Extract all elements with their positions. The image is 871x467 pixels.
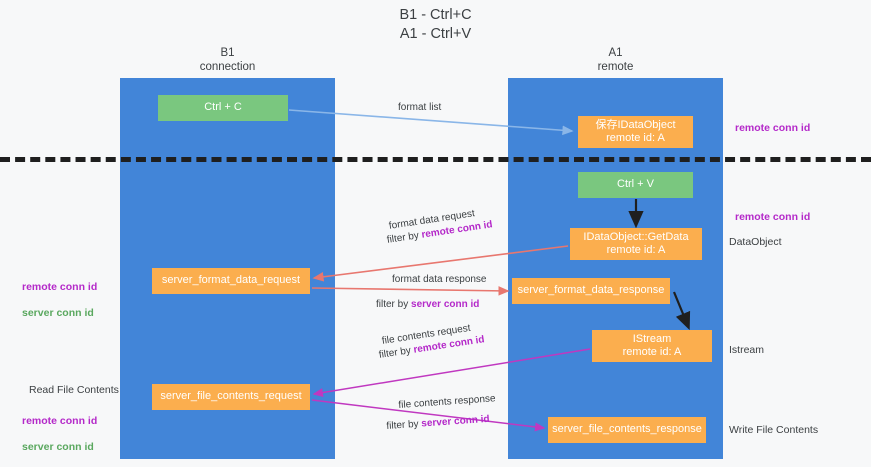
node-server-format-data-response[interactable]: server_format_data_response bbox=[512, 278, 670, 304]
annotation-left-server-conn-id-top: server conn id bbox=[22, 307, 94, 319]
node-server-file-contents-response[interactable]: server_file_contents_response bbox=[548, 417, 706, 443]
edge-label-file-contents-response: file contents response bbox=[398, 393, 496, 411]
lane-header-b1: B1 connection bbox=[199, 47, 256, 73]
lane-header-a1: A1 remote bbox=[597, 47, 634, 73]
edge-label-format-data-response-filter: filter by server conn id bbox=[376, 298, 479, 311]
annotation-left-conn-ids-top: remote conn id server conn id bbox=[22, 268, 97, 333]
annotation-left-conn-ids-bottom: remote conn id server conn id bbox=[22, 402, 97, 467]
edge-label-file-contents-response-filter: filter by server conn id bbox=[386, 413, 490, 433]
node-server-file-contents-request[interactable]: server_file_contents_request bbox=[152, 384, 310, 410]
annotation-right-remote-conn-id-top: remote conn id bbox=[735, 122, 811, 134]
node-idataobject-getdata[interactable]: IDataObject::GetData remote id: A bbox=[570, 228, 702, 260]
annotation-right-remote-conn-id-mid: remote conn id bbox=[735, 211, 811, 223]
filter-prefix-fdr: filter by bbox=[386, 229, 423, 246]
edge-label-format-list: format list bbox=[398, 102, 442, 113]
node-istream[interactable]: IStream remote id: A bbox=[592, 330, 712, 362]
filter-key-server-conn-id-fdres: server conn id bbox=[411, 299, 480, 310]
annotation-right-istream: Istream bbox=[729, 344, 765, 356]
annotation-left-server-conn-id-bottom: server conn id bbox=[22, 441, 94, 453]
annotation-right-dataobject: DataObject bbox=[729, 236, 782, 248]
node-ctrl-c[interactable]: Ctrl + C bbox=[158, 95, 288, 121]
node-save-idataobject[interactable]: 保存IDataObject remote id: A bbox=[578, 116, 693, 148]
edge-label-format-data-response: format data response bbox=[392, 274, 487, 285]
filter-prefix-fcr: filter by bbox=[378, 344, 415, 361]
filter-prefix-fcres: filter by bbox=[386, 418, 422, 432]
node-server-format-data-request[interactable]: server_format_data_request bbox=[152, 268, 310, 294]
annotation-left-read-file-contents: Read File Contents bbox=[29, 384, 119, 396]
filter-prefix-fdres: filter by bbox=[376, 299, 412, 310]
node-ctrl-v[interactable]: Ctrl + V bbox=[578, 172, 693, 198]
annotation-right-write-file-contents: Write File Contents bbox=[729, 424, 819, 436]
diagram-title: B1 - Ctrl+C A1 - Ctrl+V bbox=[399, 7, 472, 42]
annotation-left-remote-conn-id-top: remote conn id bbox=[22, 281, 98, 293]
section-divider bbox=[0, 157, 871, 162]
annotation-left-remote-conn-id-bottom: remote conn id bbox=[22, 415, 98, 427]
filter-key-server-conn-id-fcres: server conn id bbox=[421, 413, 490, 430]
